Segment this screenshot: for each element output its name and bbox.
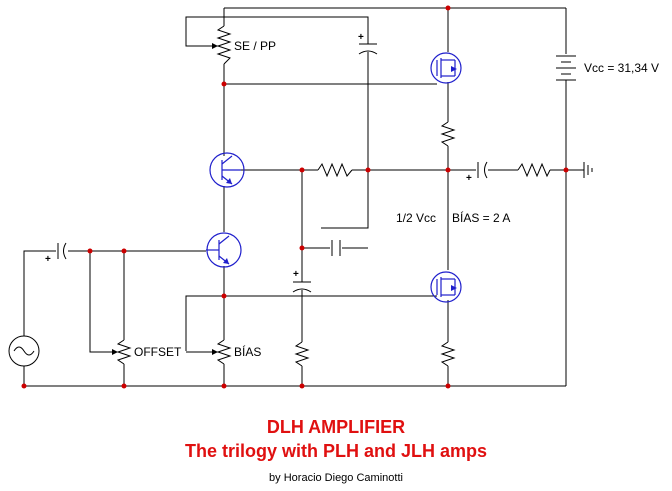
cap-bootstrap-plate2 — [358, 50, 378, 55]
svg-text:+: + — [466, 173, 472, 184]
potentiometers — [112, 25, 232, 365]
label-bias-pot: BÍAS — [234, 344, 261, 359]
transistor-q2 — [206, 232, 242, 268]
wire-lower-gate — [185, 295, 437, 351]
svg-text:+: + — [358, 32, 364, 43]
resistors — [294, 121, 551, 367]
wire-offset-branch — [89, 251, 117, 353]
label-offset: OFFSET — [134, 345, 182, 359]
pot-se-pp-arrow — [212, 43, 218, 49]
cap-lower-plate2 — [292, 288, 312, 293]
capacitors: + + + + — [45, 32, 488, 293]
pot-bias-arrow — [212, 349, 218, 355]
ground-symbol — [583, 162, 593, 178]
junction-nodes — [21, 5, 569, 389]
pot-offset — [116, 339, 132, 365]
title-line-1: DLH AMPLIFIER — [266, 417, 406, 437]
title-line-2: The trilogy with PLH and JLH amps — [184, 441, 488, 461]
author-credit: by Horacio Diego Caminotti — [269, 472, 403, 484]
svg-text:+: + — [45, 254, 51, 265]
cap-output-plate2 — [484, 161, 488, 179]
mosfet-bottom — [430, 271, 462, 303]
label-vcc: Vcc = 31,34 V — [584, 61, 659, 75]
wires — [23, 7, 584, 387]
resistor-source-bottom — [440, 341, 456, 367]
resistor-output — [517, 162, 551, 178]
amplifier-schematic: + + + + — [8, 5, 659, 389]
resistor-feedback — [317, 162, 353, 178]
wire-source-top — [23, 250, 56, 336]
battery-vcc — [556, 55, 576, 81]
signal-source — [8, 335, 40, 367]
transistor-q1 — [209, 152, 245, 188]
pot-bias — [216, 339, 232, 365]
wire-se-loop — [185, 16, 369, 47]
label-bias-current: BÍAS = 2 A — [452, 210, 510, 225]
resistor-feedback-shunt — [294, 341, 310, 367]
label-se-pp: SE / PP — [234, 39, 276, 53]
cap-input-plate2 — [63, 242, 67, 260]
label-half-vcc: 1/2 Vcc — [396, 211, 436, 225]
mosfet-top — [430, 52, 462, 84]
svg-text:+: + — [293, 269, 299, 280]
pot-se-pp — [216, 25, 232, 65]
resistor-source-top — [440, 121, 456, 147]
wire-bootstrap-cap — [321, 52, 369, 229]
pot-offset-arrow — [112, 349, 118, 355]
